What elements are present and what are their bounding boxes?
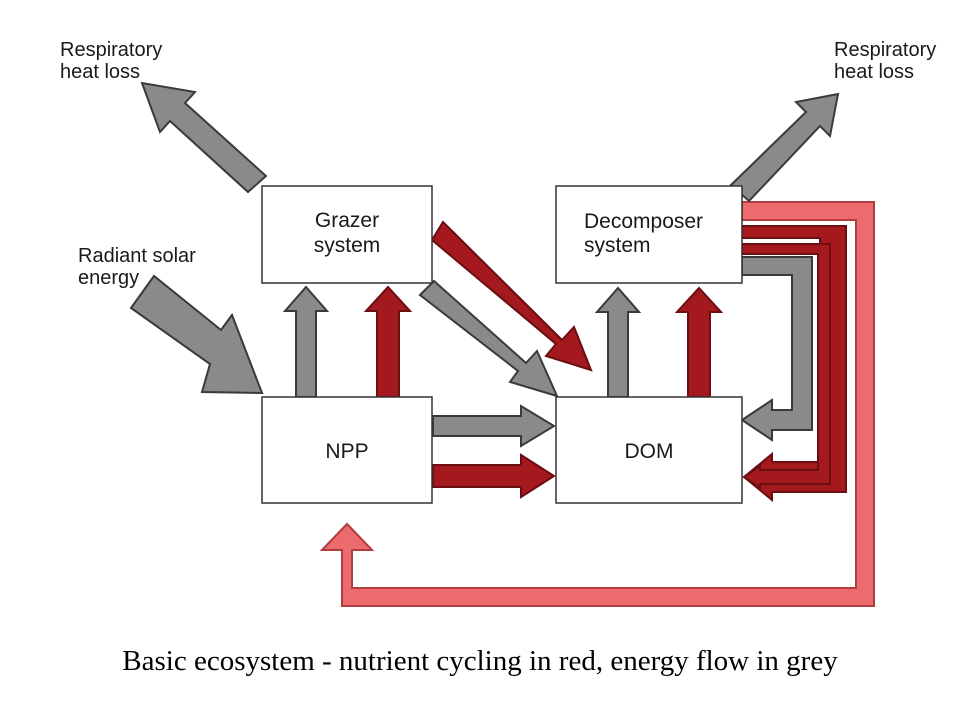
dom-to-decomposer-grey-arrow xyxy=(594,286,642,398)
npp-to-dom-grey-arrow xyxy=(432,404,556,448)
decomposer-respiratory-arrow xyxy=(729,92,840,203)
grazer-system-box xyxy=(261,185,433,284)
grazer-label-line-1: Grazer xyxy=(315,209,379,232)
respiratory-right-line-2: heat loss xyxy=(834,61,914,83)
respiratory-left-line-2: heat loss xyxy=(60,61,140,83)
solar-label-line-1: Radiant solar xyxy=(78,245,196,267)
dom-label: DOM xyxy=(625,440,674,463)
dom-to-decomposer-red-arrow xyxy=(674,286,724,398)
grazer-to-dom-grey-arrow xyxy=(418,279,559,398)
figure-caption: Basic ecosystem - nutrient cycling in re… xyxy=(122,645,838,677)
npp-to-dom-red-arrow xyxy=(432,453,556,499)
solar-label-line-2: energy xyxy=(78,267,139,289)
dom-box xyxy=(555,396,743,504)
decomposer-to-dom-red-arrow-inner xyxy=(741,243,831,490)
decomposer-to-dom-grey-arrow xyxy=(740,256,813,442)
grazer-to-dom-red-arrow xyxy=(430,220,593,372)
decomposer-label-line-2: system xyxy=(584,234,651,257)
npp-to-grazer-red-arrow xyxy=(363,285,413,398)
respiratory-right-line-1: Respiratory xyxy=(834,39,936,61)
npp-label: NPP xyxy=(325,440,368,463)
grazer-label-line-2: system xyxy=(314,234,381,257)
nutrient-return-arrow xyxy=(319,201,875,607)
decomposer-label-line-1: Decomposer xyxy=(584,210,703,233)
decomposer-system-box xyxy=(555,185,743,284)
respiratory-left-line-1: Respiratory xyxy=(60,39,162,61)
npp-to-grazer-grey-arrow xyxy=(282,285,330,398)
solar-energy-arrow xyxy=(129,274,264,395)
npp-box xyxy=(261,396,433,504)
grazer-respiratory-arrow xyxy=(140,81,268,194)
